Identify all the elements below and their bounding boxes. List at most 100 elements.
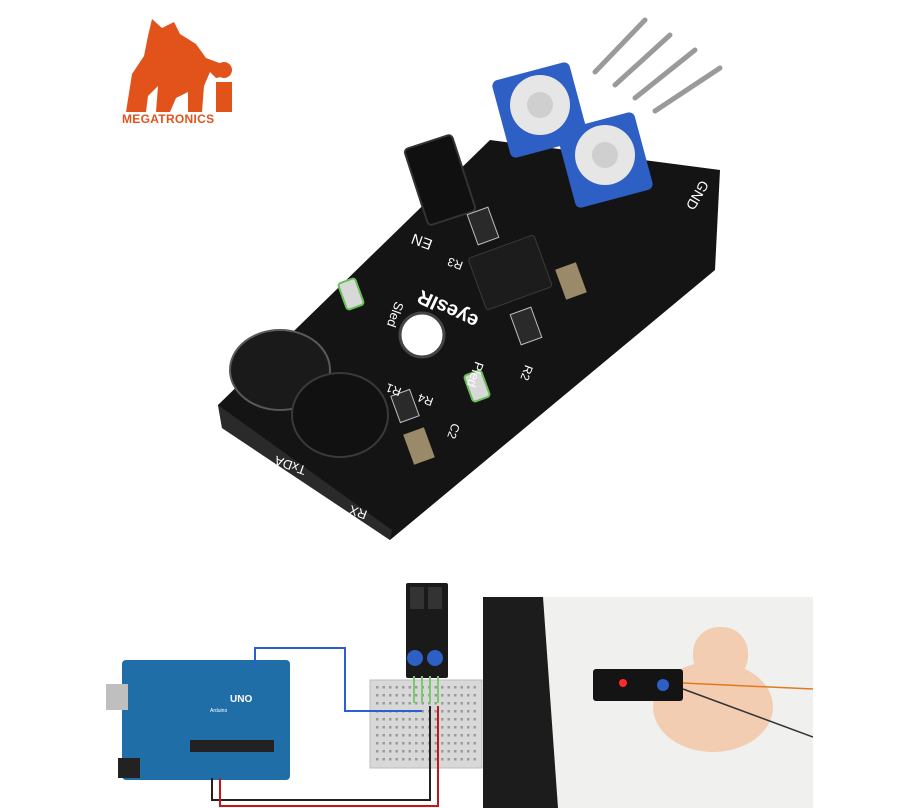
- breadboard-hole: [421, 742, 424, 745]
- breadboard-hole: [395, 686, 398, 689]
- breadboard-hole: [415, 750, 418, 753]
- breadboard-hole: [460, 758, 463, 761]
- breadboard-hole: [376, 750, 379, 753]
- breadboard-hole: [395, 758, 398, 761]
- sled-led: [337, 277, 365, 311]
- board-sublabel: Arduino: [210, 708, 227, 714]
- breadboard-hole: [441, 694, 444, 697]
- breadboard-hole: [460, 702, 463, 705]
- breadboard-hole: [389, 718, 392, 721]
- resistor-r2: [509, 306, 543, 346]
- breadboard-hole: [382, 702, 385, 705]
- breadboard-hole: [402, 750, 405, 753]
- breadboard-hole: [382, 742, 385, 745]
- breadboard-hole: [473, 750, 476, 753]
- breadboard-hole: [447, 686, 450, 689]
- breadboard-hole: [454, 694, 457, 697]
- hand-thumb: [693, 627, 748, 682]
- resistor-r3: [466, 206, 500, 246]
- sensor-ir-emitter: [410, 587, 424, 609]
- sensor-pot-2: [427, 650, 443, 666]
- chip: [190, 740, 274, 752]
- breadboard-hole: [447, 694, 450, 697]
- breadboard-hole: [408, 686, 411, 689]
- breadboard-hole: [389, 694, 392, 697]
- breadboard-hole: [460, 742, 463, 745]
- breadboard-hole: [460, 750, 463, 753]
- breadboard-hole: [395, 694, 398, 697]
- breadboard-hole: [454, 758, 457, 761]
- logo-i-dot: [216, 62, 232, 78]
- breadboard-hole: [415, 686, 418, 689]
- breadboard-hole: [408, 726, 411, 729]
- label-r2: R2: [517, 363, 536, 383]
- photo-black-object: [483, 597, 558, 808]
- breadboard-hole: [389, 742, 392, 745]
- wiring-diagram: UNO Arduino: [106, 583, 483, 807]
- breadboard-hole: [441, 726, 444, 729]
- breadboard-hole: [428, 702, 431, 705]
- breadboard-hole: [467, 742, 470, 745]
- breadboard-hole: [434, 742, 437, 745]
- breadboard-hole: [376, 694, 379, 697]
- breadboard-hole: [395, 702, 398, 705]
- breadboard-hole: [434, 710, 437, 713]
- label-c2: C2: [444, 422, 463, 442]
- breadboard-hole: [421, 758, 424, 761]
- breadboard-hole: [473, 742, 476, 745]
- pcb-edge: [218, 405, 392, 540]
- breadboard-hole: [415, 726, 418, 729]
- power-jack: [118, 758, 140, 778]
- usage-photo: [483, 597, 813, 808]
- breadboard-hole: [389, 686, 392, 689]
- breadboard-hole: [454, 734, 457, 737]
- header-pins: [592, 17, 723, 114]
- breadboard-hole: [447, 758, 450, 761]
- capacitor-c2: [403, 427, 435, 465]
- breadboard-hole: [434, 750, 437, 753]
- breadboard-hole: [473, 686, 476, 689]
- potentiometer-2: [557, 112, 653, 208]
- resistor-r4: [390, 388, 420, 424]
- mounting-hole: [398, 311, 446, 359]
- logo-i-stem: [216, 82, 232, 112]
- breadboard-hole: [382, 726, 385, 729]
- breadboard-hole: [389, 726, 392, 729]
- label-r3: R3: [445, 254, 465, 273]
- breadboard-hole: [408, 742, 411, 745]
- breadboard-hole: [441, 710, 444, 713]
- breadboard-hole: [395, 718, 398, 721]
- breadboard-hole: [402, 686, 405, 689]
- breadboard-hole: [395, 726, 398, 729]
- breadboard-hole: [447, 702, 450, 705]
- breadboard-hole: [402, 742, 405, 745]
- breadboard-hole: [454, 742, 457, 745]
- breadboard-hole: [395, 734, 398, 737]
- photo-pot: [657, 679, 669, 691]
- breadboard-hole: [447, 710, 450, 713]
- breadboard-hole: [376, 742, 379, 745]
- breadboard-hole: [454, 686, 457, 689]
- sensor-ir-receiver: [428, 587, 442, 609]
- breadboard-hole: [441, 702, 444, 705]
- breadboard-hole: [389, 750, 392, 753]
- label-rx: RX: [347, 502, 369, 522]
- breadboard-hole: [467, 694, 470, 697]
- pled-led: [463, 369, 491, 403]
- breadboard-hole: [402, 718, 405, 721]
- breadboard-hole: [447, 726, 450, 729]
- breadboard-hole: [402, 702, 405, 705]
- breadboard-hole: [441, 718, 444, 721]
- breadboard-hole: [389, 758, 392, 761]
- breadboard-hole: [441, 758, 444, 761]
- breadboard-hole: [460, 734, 463, 737]
- breadboard-hole: [376, 758, 379, 761]
- breadboard-hole: [382, 758, 385, 761]
- breadboard-hole: [421, 710, 424, 713]
- breadboard-hole: [415, 734, 418, 737]
- breadboard-hole: [395, 742, 398, 745]
- bull-silhouette: [126, 19, 226, 112]
- breadboard-hole: [454, 702, 457, 705]
- breadboard-hole: [376, 718, 379, 721]
- arduino-board: [122, 660, 290, 780]
